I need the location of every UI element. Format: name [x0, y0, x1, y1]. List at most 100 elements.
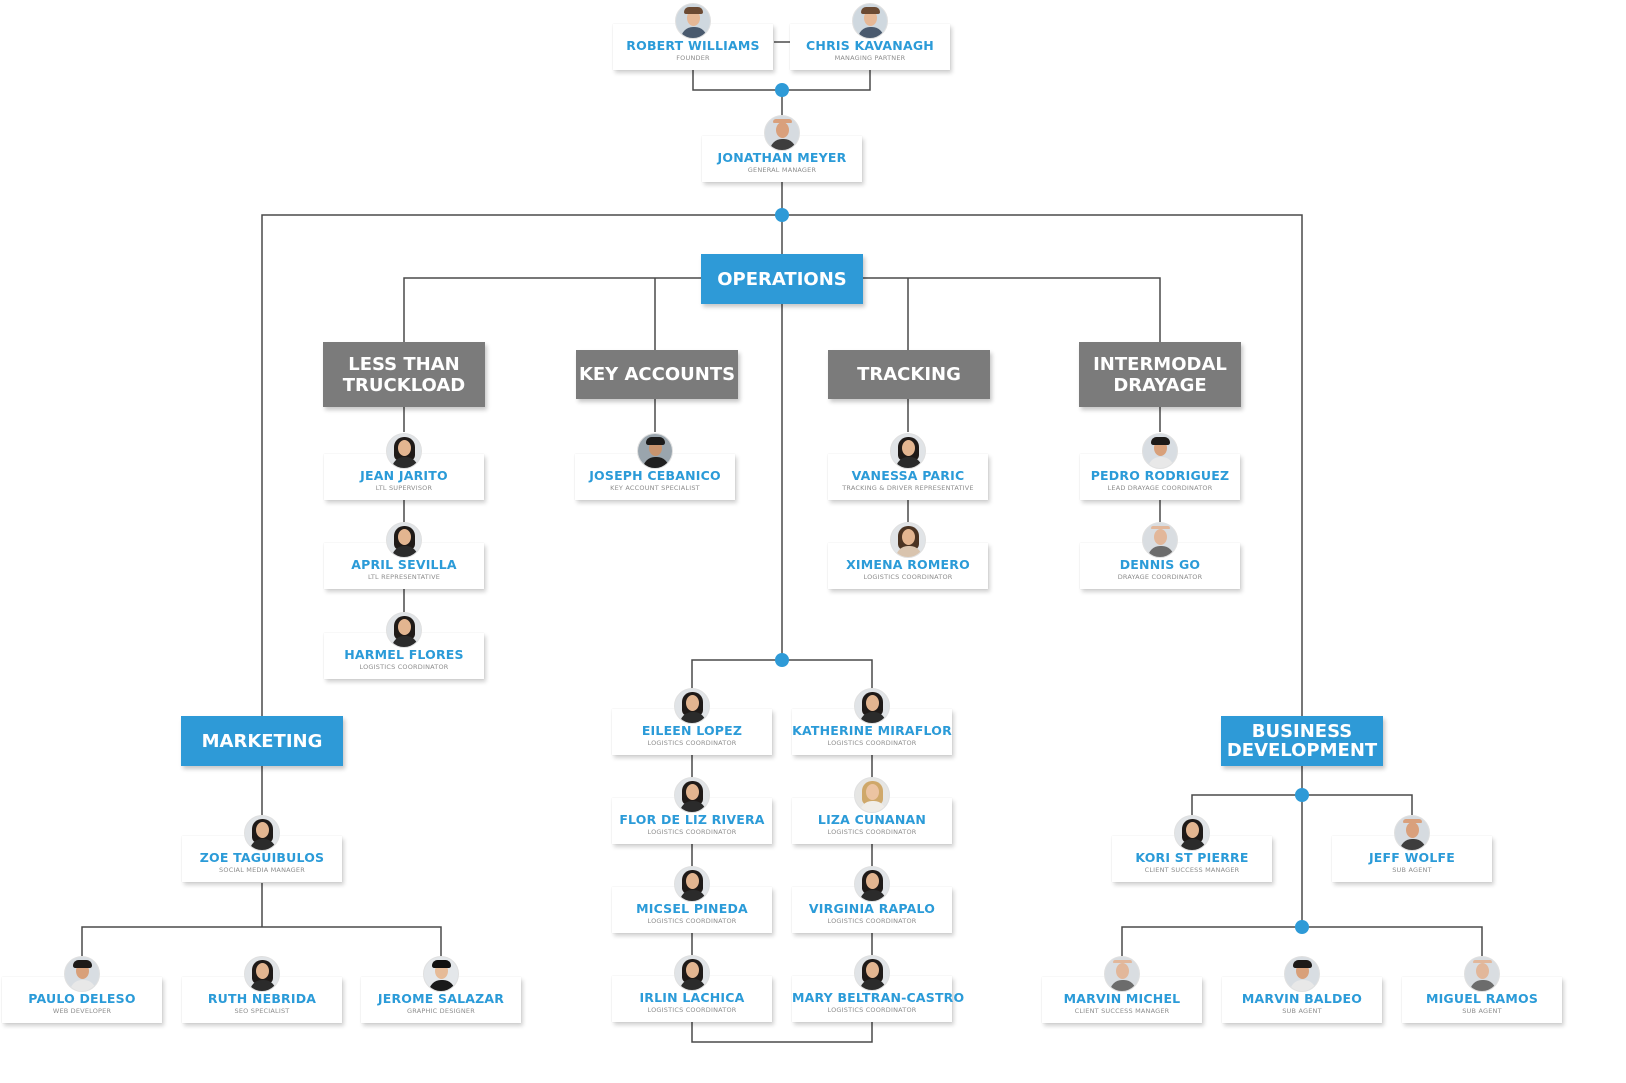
person-role: FOUNDER: [676, 54, 710, 62]
connector-left-column: [691, 754, 873, 1043]
man-bald-icon: [1464, 956, 1500, 992]
junction-dot: [775, 208, 789, 222]
dept-business-development: BUSINESS DEVELOPMENT: [1221, 716, 1383, 766]
woman-dark-hair-icon: [854, 866, 890, 902]
person-role: LOGISTICS COORDINATOR: [827, 828, 917, 836]
person-name: IRLIN LACHICA: [639, 990, 745, 1005]
dept-less-than-truckload: LESS THAN TRUCKLOAD: [323, 342, 485, 407]
man-dark-hair-icon: [1142, 433, 1178, 469]
man-light-short-brown-icon: [852, 3, 888, 39]
man-dark-hair-icon: [64, 956, 100, 992]
woman-dark-hair-icon: [674, 866, 710, 902]
man-bald-icon: [1104, 956, 1140, 992]
person-role: SEO SPECIALIST: [234, 1007, 290, 1015]
person-role: TRACKING & DRIVER REPRESENTATIVE: [842, 484, 974, 492]
woman-dark-hair-icon: [854, 688, 890, 724]
person-role: CLIENT SUCCESS MANAGER: [1074, 1007, 1170, 1015]
person-name: EILEEN LOPEZ: [641, 723, 743, 738]
person-role: LEAD DRAYAGE COORDINATOR: [1107, 484, 1213, 492]
person-name: ZOE TAGUIBULOS: [199, 850, 325, 865]
person-role: SUB AGENT: [1462, 1007, 1502, 1015]
person-name: FLOR DE LIZ RIVERA: [619, 812, 765, 827]
junction-dot: [1295, 920, 1309, 934]
person-role: KEY ACCOUNT SPECIALIST: [610, 484, 700, 492]
person-name: MARVIN BALDEO: [1241, 991, 1363, 1006]
person-name: RUTH NEBRIDA: [207, 991, 317, 1006]
woman-dark-hair-icon: [244, 956, 280, 992]
person-role: MANAGING PARTNER: [834, 54, 906, 62]
person-role: LOGISTICS COORDINATOR: [647, 739, 737, 747]
person-role: LTL REPRESENTATIVE: [367, 573, 441, 581]
woman-dark-hair-icon: [386, 433, 422, 469]
person-role: CLIENT SUCCESS MANAGER: [1144, 866, 1240, 874]
person-role: DRAYAGE COORDINATOR: [1117, 573, 1203, 581]
connector-marketing: [81, 766, 442, 956]
person-name: MICSEL PINEDA: [636, 901, 748, 916]
man-suit-icon: [423, 956, 459, 992]
man-glasses-icon: [637, 433, 673, 469]
person-name: JEFF WOLFE: [1368, 850, 1456, 865]
woman-dark-hair-icon: [386, 522, 422, 558]
woman-dark-hair-icon: [854, 955, 890, 991]
connector-ops-branch: [403, 277, 1161, 350]
person-name: VIRGINIA RAPALO: [808, 901, 936, 916]
person-name: KORI ST PIERRE: [1135, 850, 1249, 865]
person-name: CHRIS KAVANAGH: [806, 38, 934, 53]
person-name: JONATHAN MEYER: [717, 150, 847, 165]
man-bald-beard-icon: [764, 115, 800, 151]
person-role: LOGISTICS COORDINATOR: [827, 739, 917, 747]
person-name: JEAN JARITO: [360, 468, 448, 483]
junction-dot: [775, 653, 789, 667]
woman-blonde-hair-icon: [854, 777, 890, 813]
person-name: XIMENA ROMERO: [846, 557, 970, 572]
person-name: DENNIS GO: [1119, 557, 1201, 572]
woman-dark-hair-icon: [1174, 815, 1210, 851]
person-name: JEROME SALAZAR: [377, 991, 505, 1006]
person-name: MARY BELTRAN-CASTRO: [792, 990, 965, 1005]
man-bald-beard-icon: [1394, 815, 1430, 851]
dept-key-accounts: KEY ACCOUNTS: [576, 350, 738, 399]
woman-dark-hair-icon: [244, 815, 280, 851]
person-role: GENERAL MANAGER: [747, 166, 817, 174]
person-name: APRIL SEVILLA: [351, 557, 457, 572]
person-role: LOGISTICS COORDINATOR: [359, 663, 449, 671]
person-role: LOGISTICS COORDINATOR: [647, 828, 737, 836]
man-bald-icon: [1142, 522, 1178, 558]
dept-intermodal-drayage: INTERMODAL DRAYAGE: [1079, 342, 1241, 407]
person-role: SOCIAL MEDIA MANAGER: [219, 866, 305, 874]
person-name: JOSEPH CEBANICO: [589, 468, 721, 483]
person-name: PEDRO RODRIGUEZ: [1090, 468, 1230, 483]
woman-dark-hair-icon: [890, 433, 926, 469]
dept-tracking: TRACKING: [828, 350, 990, 399]
person-name: MARVIN MICHEL: [1063, 991, 1181, 1006]
person-name: MIGUEL RAMOS: [1425, 991, 1539, 1006]
junction-dot: [1295, 788, 1309, 802]
person-role: LOGISTICS COORDINATOR: [827, 917, 917, 925]
person-name: KATHERINE MIRAFLOR: [792, 723, 952, 738]
woman-brown-hair-icon: [890, 522, 926, 558]
person-role: WEB DEVELOPER: [52, 1007, 112, 1015]
dept-marketing: MARKETING: [181, 716, 343, 766]
person-role: SUB AGENT: [1282, 1007, 1322, 1015]
person-name: VANESSA PARIC: [851, 468, 965, 483]
person-role: LTL SUPERVISOR: [375, 484, 433, 492]
dept-operations: OPERATIONS: [701, 254, 863, 304]
man-light-short-brown-icon: [675, 3, 711, 39]
person-name: LIZA CUNANAN: [817, 812, 927, 827]
woman-dark-hair-icon: [674, 688, 710, 724]
man-dark-hair-icon: [1284, 956, 1320, 992]
woman-dark-hair-icon: [386, 612, 422, 648]
person-name: HARMEL FLORES: [344, 647, 464, 662]
woman-dark-hair-icon: [674, 777, 710, 813]
